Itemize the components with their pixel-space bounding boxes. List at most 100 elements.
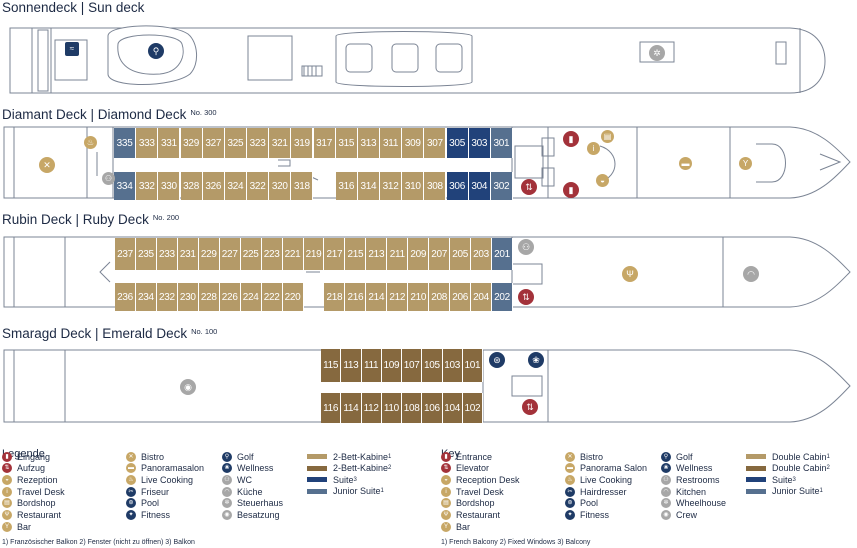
cabin-222[interactable]: 222 xyxy=(261,283,283,311)
cabin-311[interactable]: 311 xyxy=(380,128,403,158)
cabin-322[interactable]: 322 xyxy=(247,172,270,200)
cabin-321[interactable]: 321 xyxy=(269,128,292,158)
cabin-205[interactable]: 205 xyxy=(450,238,472,270)
cabin-326[interactable]: 326 xyxy=(202,172,225,200)
cabin-316[interactable]: 316 xyxy=(335,172,358,200)
legend-item: ▮Eingang xyxy=(2,451,50,462)
cabin-103[interactable]: 103 xyxy=(442,349,463,382)
cabin-233[interactable]: 233 xyxy=(156,238,178,270)
cabin-212[interactable]: 212 xyxy=(387,283,409,311)
cabin-228[interactable]: 228 xyxy=(198,283,220,311)
cabin-234[interactable]: 234 xyxy=(135,283,157,311)
cabin-320[interactable]: 320 xyxy=(269,172,292,200)
cabin-110[interactable]: 110 xyxy=(381,393,402,423)
cabin-226[interactable]: 226 xyxy=(219,283,241,311)
cabin-306[interactable]: 306 xyxy=(446,172,469,200)
cabin-230[interactable]: 230 xyxy=(177,283,199,311)
cabin-324[interactable]: 324 xyxy=(224,172,247,200)
cabin-111[interactable]: 111 xyxy=(361,349,382,382)
cabin-225[interactable]: 225 xyxy=(240,238,262,270)
cabin-325[interactable]: 325 xyxy=(224,128,247,158)
cabin-224[interactable]: 224 xyxy=(240,283,262,311)
cabin-218[interactable]: 218 xyxy=(324,283,346,311)
cabin-217[interactable]: 217 xyxy=(324,238,346,270)
cabin-232[interactable]: 232 xyxy=(156,283,178,311)
cabin-332[interactable]: 332 xyxy=(136,172,159,200)
cabin-227[interactable]: 227 xyxy=(219,238,241,270)
cabin-213[interactable]: 213 xyxy=(366,238,388,270)
cabin-323[interactable]: 323 xyxy=(247,128,270,158)
cabin-114[interactable]: 114 xyxy=(341,393,362,423)
legend-cabin-note: 1 xyxy=(826,453,830,460)
cabin-301[interactable]: 301 xyxy=(490,128,513,158)
cabin-223[interactable]: 223 xyxy=(261,238,283,270)
cabin-317[interactable]: 317 xyxy=(313,128,336,158)
cabin-116[interactable]: 116 xyxy=(321,393,342,423)
cabin-236[interactable]: 236 xyxy=(115,283,136,311)
cabin-104[interactable]: 104 xyxy=(442,393,463,423)
cabin-221[interactable]: 221 xyxy=(282,238,304,270)
cabin-237[interactable]: 237 xyxy=(115,238,136,270)
cabin-108[interactable]: 108 xyxy=(402,393,423,423)
cabin-319[interactable]: 319 xyxy=(291,128,314,158)
cabin-113[interactable]: 113 xyxy=(341,349,362,382)
cabin-307[interactable]: 307 xyxy=(424,128,447,158)
cabin-315[interactable]: 315 xyxy=(335,128,358,158)
cabin-335[interactable]: 335 xyxy=(114,128,137,158)
legend-cabin-note: 3 xyxy=(792,476,796,483)
cabin-314[interactable]: 314 xyxy=(357,172,380,200)
cabin-201[interactable]: 201 xyxy=(492,238,513,270)
cabin-109[interactable]: 109 xyxy=(381,349,402,382)
cabin-305[interactable]: 305 xyxy=(446,128,469,158)
cabin-309[interactable]: 309 xyxy=(402,128,425,158)
cabin-204[interactable]: 204 xyxy=(471,283,493,311)
cabin-333[interactable]: 333 xyxy=(136,128,159,158)
cabin-312[interactable]: 312 xyxy=(380,172,403,200)
cabin-swatch xyxy=(746,477,766,482)
cabin-107[interactable]: 107 xyxy=(402,349,423,382)
cabin-106[interactable]: 106 xyxy=(422,393,443,423)
cabin-313[interactable]: 313 xyxy=(357,128,380,158)
legend-label: Golf xyxy=(237,451,254,462)
cabin-214[interactable]: 214 xyxy=(366,283,388,311)
wellness-icon: ❀ xyxy=(528,352,544,368)
cabin-115[interactable]: 115 xyxy=(321,349,342,382)
cabin-215[interactable]: 215 xyxy=(345,238,367,270)
cabin-310[interactable]: 310 xyxy=(402,172,425,200)
cabin-112[interactable]: 112 xyxy=(361,393,382,423)
cabin-220[interactable]: 220 xyxy=(282,283,304,311)
cabin-216[interactable]: 216 xyxy=(345,283,367,311)
cabin-210[interactable]: 210 xyxy=(408,283,430,311)
cabin-105[interactable]: 105 xyxy=(422,349,443,382)
cabin-219[interactable]: 219 xyxy=(303,238,325,270)
bordshop-icon: ▤ xyxy=(2,498,12,509)
cabin-101[interactable]: 101 xyxy=(462,349,483,382)
cabin-302[interactable]: 302 xyxy=(490,172,513,200)
cabin-327[interactable]: 327 xyxy=(202,128,225,158)
cabin-206[interactable]: 206 xyxy=(450,283,472,311)
cabin-102[interactable]: 102 xyxy=(462,393,483,423)
travel-desk-icon: i xyxy=(441,486,451,497)
cabin-207[interactable]: 207 xyxy=(429,238,451,270)
cabin-308[interactable]: 308 xyxy=(424,172,447,200)
cabin-229[interactable]: 229 xyxy=(198,238,220,270)
cabin-203[interactable]: 203 xyxy=(471,238,493,270)
cabin-318[interactable]: 318 xyxy=(291,172,314,200)
legend-item: ◠Küche xyxy=(222,486,263,497)
cabin-208[interactable]: 208 xyxy=(429,283,451,311)
cabin-209[interactable]: 209 xyxy=(408,238,430,270)
cabin-330[interactable]: 330 xyxy=(158,172,181,200)
cabin-329[interactable]: 329 xyxy=(180,128,203,158)
cabin-334[interactable]: 334 xyxy=(114,172,137,200)
cabin-304[interactable]: 304 xyxy=(468,172,491,200)
cabin-235[interactable]: 235 xyxy=(135,238,157,270)
cabin-331[interactable]: 331 xyxy=(158,128,181,158)
cabin-211[interactable]: 211 xyxy=(387,238,409,270)
cabin-202[interactable]: 202 xyxy=(492,283,513,311)
cabin-231[interactable]: 231 xyxy=(177,238,199,270)
cabin-303[interactable]: 303 xyxy=(468,128,491,158)
legend-label: Golf xyxy=(676,451,693,462)
cabin-328[interactable]: 328 xyxy=(180,172,203,200)
